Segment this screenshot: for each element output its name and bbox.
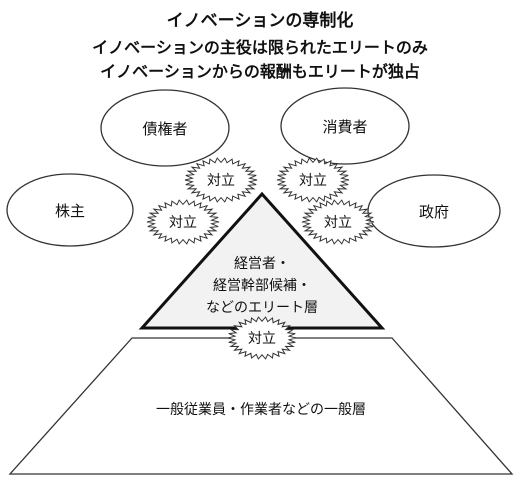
consumer-label: 消費者	[322, 118, 367, 136]
subtitle-line-2: イノベーションからの報酬もエリートが独占	[100, 62, 420, 81]
conflict-label: 対立	[207, 173, 235, 189]
conflict-burst-creditor: 対立	[184, 157, 258, 203]
elite-label-line-2: 経営幹部候補・	[213, 277, 311, 294]
shareholder-ellipse	[6, 173, 134, 247]
conflict-label: 対立	[324, 215, 352, 231]
diagram-title: イノベーションの専制化	[166, 11, 354, 31]
conflict-burst-consumer: 対立	[276, 157, 350, 203]
government-ellipse	[367, 174, 501, 248]
elite-label-line-1: 経営者・	[234, 256, 290, 272]
government-label: 政府	[419, 203, 449, 221]
general-layer-label: 一般従業員・作業者などの一般層	[156, 402, 366, 418]
shareholder-label: 株主	[55, 202, 85, 220]
conflict-label: 対立	[169, 215, 197, 231]
creditor-ellipse	[100, 89, 230, 167]
conflict-burst-general: 対立	[226, 316, 298, 360]
conflict-label: 対立	[299, 173, 327, 189]
subtitle-line-1: イノベーションの主役は限られたエリートのみ	[92, 38, 428, 57]
general-layer-trapezoid	[8, 337, 514, 475]
elite-label-line-3: などのエリート層	[206, 300, 318, 316]
creditor-label: 債権者	[142, 120, 187, 138]
conflict-burst-government: 対立	[301, 199, 375, 245]
conflict-burst-shareholder: 対立	[146, 199, 220, 245]
consumer-ellipse	[280, 87, 410, 165]
conflict-label: 対立	[248, 331, 276, 347]
